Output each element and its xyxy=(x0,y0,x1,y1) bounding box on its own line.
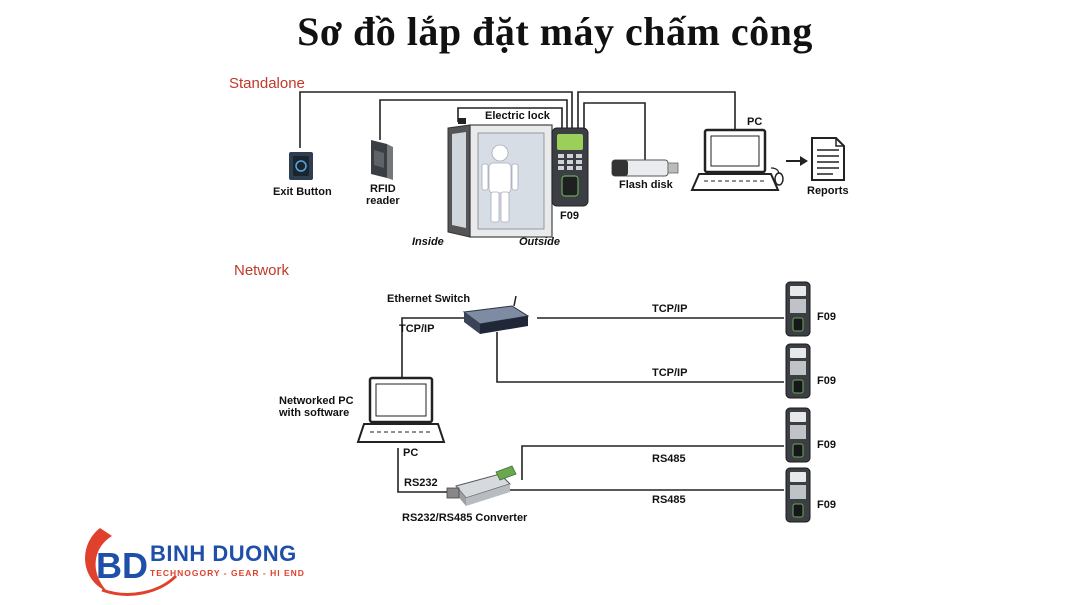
networked-pc-label-line1: Networked PC xyxy=(279,395,354,407)
f09-terminal-icon-3 xyxy=(785,407,811,463)
pc-laptop-icon xyxy=(690,128,784,191)
link-protocol-label: RS485 xyxy=(652,494,686,506)
outside-label: Outside xyxy=(519,236,560,248)
standalone-wiring xyxy=(299,91,736,165)
link-device-label: F09 xyxy=(817,375,836,387)
converter-label: RS232/RS485 Converter xyxy=(402,512,528,524)
logo-tagline: TECHNOGORY - GEAR - HI END xyxy=(150,568,305,578)
f09-terminal-icon xyxy=(551,127,589,207)
logo-name: BINH DUONG xyxy=(150,541,297,566)
tcpip-pc-label: TCP/IP xyxy=(399,323,435,335)
f09-terminal-icon-2 xyxy=(785,343,811,399)
rfid-label-line2: reader xyxy=(366,195,400,207)
flash-disk-icon xyxy=(611,159,679,177)
networked-pc-label-line2: with software xyxy=(279,407,350,419)
pc-standalone-label: PC xyxy=(747,116,763,128)
link-protocol-label: RS485 xyxy=(652,453,686,465)
link-protocol-label: TCP/IP xyxy=(652,367,688,379)
rfid-label-line1: RFID xyxy=(370,183,396,195)
f09-terminal-icon-4 xyxy=(785,467,811,523)
rfid-reader-icon xyxy=(371,140,393,180)
rs232-label: RS232 xyxy=(404,477,438,489)
link-device-label: F09 xyxy=(817,499,836,511)
pc-network-label: PC xyxy=(403,447,419,459)
ethernet-switch-icon xyxy=(462,295,530,334)
link-device-label: F09 xyxy=(817,311,836,323)
reports-label: Reports xyxy=(807,185,849,197)
door-icon xyxy=(447,118,553,238)
f09-terminal-icon-1 xyxy=(785,281,811,337)
exit-button-icon xyxy=(289,152,313,180)
ethernet-switch-label: Ethernet Switch xyxy=(387,293,471,305)
link-protocol-label: TCP/IP xyxy=(652,303,688,315)
inside-label: Inside xyxy=(412,236,444,248)
f09-standalone-label: F09 xyxy=(560,210,579,222)
f09-network-terminals xyxy=(785,281,811,523)
exit-button-label: Exit Button xyxy=(273,186,332,198)
networked-pc-laptop-icon xyxy=(356,376,446,443)
network-heading: Network xyxy=(234,262,290,279)
reports-document-icon xyxy=(811,137,845,181)
flash-disk-label: Flash disk xyxy=(619,179,673,191)
rs232-rs485-converter-icon xyxy=(446,465,517,506)
network-wiring xyxy=(397,317,784,493)
arrow-to-reports-icon xyxy=(786,156,808,166)
page-title: Sơ đồ lắp đặt máy chấm công xyxy=(297,9,813,54)
electric-lock-label: Electric lock xyxy=(485,110,550,122)
logo-mark-icon: BD xyxy=(85,528,178,596)
standalone-heading: Standalone xyxy=(229,75,305,92)
person-icon xyxy=(481,144,519,223)
link-device-label: F09 xyxy=(817,439,836,451)
logo-mark-text: BD xyxy=(96,545,148,586)
